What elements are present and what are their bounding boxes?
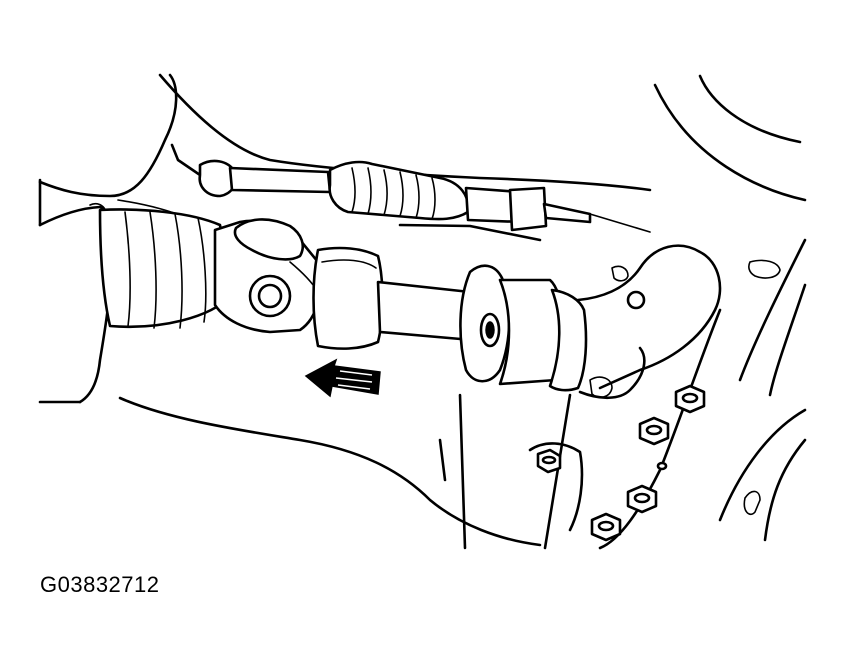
steering-shaft-boot bbox=[98, 208, 234, 329]
steering-gear-input bbox=[459, 264, 588, 392]
bolt-2 bbox=[638, 416, 670, 446]
intermediate-shaft bbox=[376, 280, 474, 342]
bolt-4 bbox=[590, 512, 622, 542]
shaft-coupling-sleeve bbox=[312, 246, 384, 350]
tie-rod-assembly bbox=[198, 159, 651, 242]
bolt-3 bbox=[626, 484, 658, 514]
universal-joint bbox=[213, 218, 322, 334]
mounting-bolts bbox=[536, 384, 706, 542]
body-panel-outlines bbox=[38, 73, 807, 550]
bolt-5 bbox=[536, 448, 562, 474]
steering-gear-housing bbox=[528, 244, 722, 532]
figure-id-label: G03832712 bbox=[40, 572, 160, 597]
left-arrow-icon bbox=[304, 358, 381, 398]
bolt-1 bbox=[674, 384, 706, 414]
